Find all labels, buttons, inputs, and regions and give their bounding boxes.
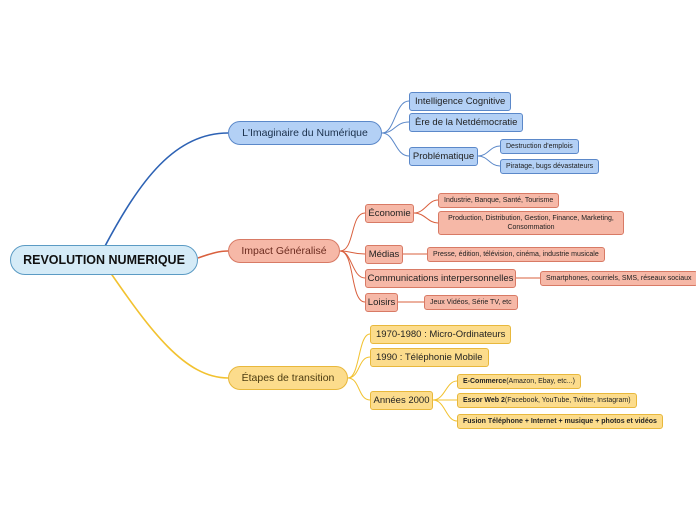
topic-intelligence-cognitive[interactable]: Intelligence Cognitive xyxy=(409,92,512,111)
link-imag-ere xyxy=(381,121,410,134)
root-node[interactable]: REVOLUTION NUMERIQUE xyxy=(10,245,198,275)
leaf-essor-web2-bold: Essor Web 2 xyxy=(463,397,505,404)
leaf-e-commerce-rest: (Amazon, Ebay, etc...) xyxy=(506,378,575,385)
leaf-e-commerce-bold: E-Commerce xyxy=(463,378,507,385)
leaf-fusion-bold: Fusion Téléphone + Internet + musique + … xyxy=(463,418,657,425)
topic-annees-2000[interactable]: Années 2000 xyxy=(370,391,433,410)
link-impact-loisirs xyxy=(339,250,366,303)
link-root-imaginaire xyxy=(103,132,229,249)
link-2000-ecom xyxy=(432,380,458,401)
leaf-destruction-emplois[interactable]: Destruction d'emplois xyxy=(500,139,579,154)
topic-telephonie-mobile[interactable]: 1990 : Téléphonie Mobile xyxy=(370,348,489,367)
link-imag-prob xyxy=(381,132,410,157)
link-etapes-mobile xyxy=(347,356,371,379)
topic-netdemocratie[interactable]: Ère de la Netdémocratie xyxy=(409,113,524,132)
leaf-essor-web2[interactable]: Essor Web 2 (Facebook, YouTube, Twitter,… xyxy=(457,393,637,408)
link-root-etapes xyxy=(109,271,229,379)
branch-etapes[interactable]: Étapes de transition xyxy=(228,366,348,390)
topic-medias[interactable]: Médias xyxy=(365,245,403,264)
link-imag-intel xyxy=(381,100,410,134)
topic-micro-ordinateurs[interactable]: 1970-1980 : Micro-Ordinateurs xyxy=(370,325,512,344)
leaf-smartphones[interactable]: Smartphones, courriels, SMS, réseaux soc… xyxy=(540,271,696,286)
link-etapes-micro xyxy=(347,333,371,379)
link-prob-destr xyxy=(477,145,501,157)
topic-communications[interactable]: Communications interpersonnelles xyxy=(365,269,516,288)
topic-problematique[interactable]: Problématique xyxy=(409,147,478,166)
leaf-production[interactable]: Production, Distribution, Gestion, Finan… xyxy=(438,211,624,235)
link-2000-fusion xyxy=(432,399,458,422)
link-etapes-2000 xyxy=(347,377,371,401)
link-impact-eco xyxy=(339,212,366,252)
link-prob-pirat xyxy=(477,155,501,167)
leaf-fusion[interactable]: Fusion Téléphone + Internet + musique + … xyxy=(457,414,663,429)
leaf-e-commerce[interactable]: E-Commerce (Amazon, Ebay, etc...) xyxy=(457,374,581,389)
leaf-presse[interactable]: Presse, édition, télévision, cinéma, ind… xyxy=(427,247,605,262)
leaf-jeux-videos[interactable]: Jeux Vidéos, Série TV, etc xyxy=(424,295,518,310)
link-root-impact xyxy=(197,250,229,259)
topic-economie[interactable]: Économie xyxy=(365,204,414,223)
leaf-piratage[interactable]: Piratage, bugs dévastateurs xyxy=(500,159,600,174)
leaf-essor-web2-rest: (Facebook, YouTube, Twitter, Instagram) xyxy=(504,397,631,404)
leaf-industrie[interactable]: Industrie, Banque, Santé, Tourisme xyxy=(438,193,560,208)
link-eco-industrie xyxy=(413,199,439,214)
branch-imaginaire[interactable]: L'Imaginaire du Numérique xyxy=(228,121,382,145)
topic-loisirs[interactable]: Loisirs xyxy=(365,293,398,312)
branch-impact[interactable]: Impact Généralisé xyxy=(228,239,340,263)
link-eco-production xyxy=(413,212,439,224)
